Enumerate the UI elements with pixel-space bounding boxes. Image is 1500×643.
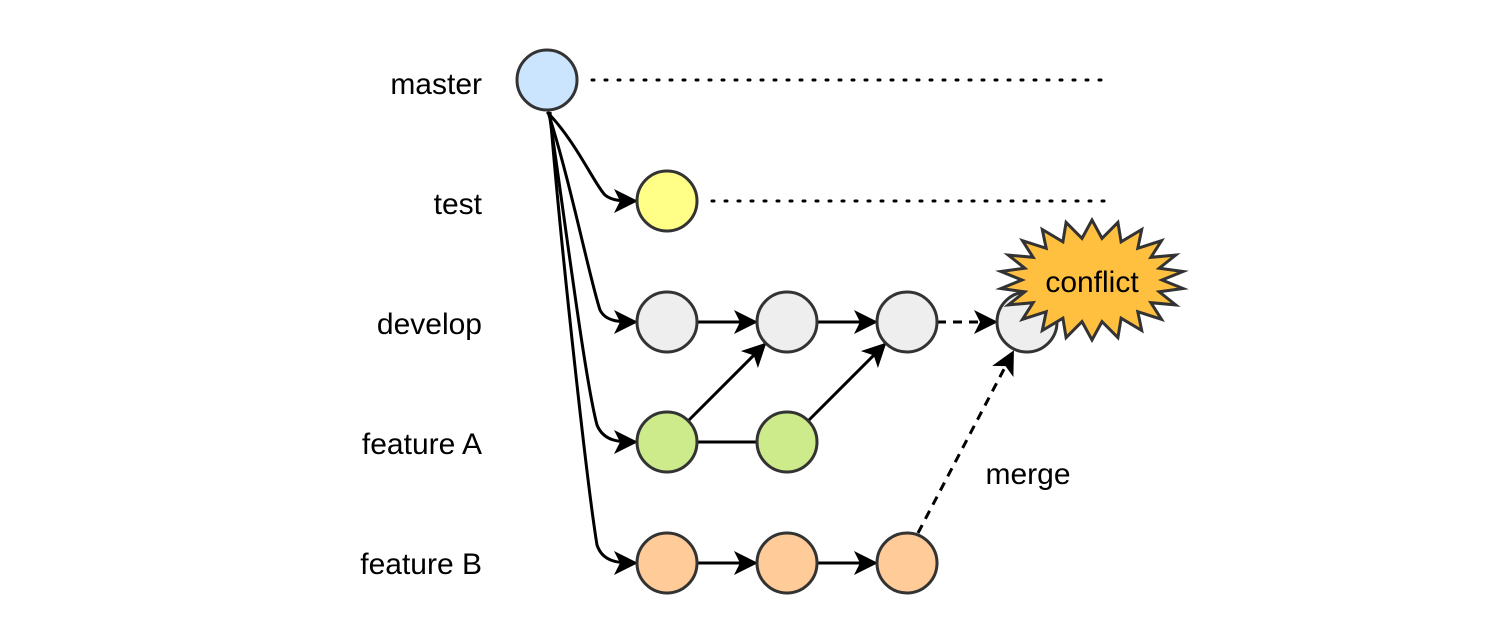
branch-label-master: master [390,68,482,101]
commit-develop-2 [755,290,819,354]
commit-master-1 [515,48,579,112]
edge-feature-a-1-to-develop-2 [687,342,767,422]
branch-label-test: test [434,188,483,221]
edge-merge-feature-b-to-develop [916,350,1015,534]
edge-feature-a-2-to-develop-3 [807,342,887,422]
commit-feature-b-2 [755,531,819,595]
merge-label: merge [985,458,1070,491]
conflict-burst-shape [995,216,1189,344]
commit-feature-a-2 [755,410,819,474]
commit-develop-3 [875,290,939,354]
commit-feature-b-3 [875,531,939,595]
conflict-label: conflict [1045,266,1139,299]
branch-label-feature-b: feature B [360,548,482,581]
edge-master-to-feature-b [548,111,638,575]
edge-master-to-feature-a [547,111,638,454]
commit-test-1 [635,169,699,233]
edge-master-to-develop [546,111,638,334]
commit-feature-b-1 [635,531,699,595]
commit-feature-a-1 [635,410,699,474]
branch-label-develop: develop [377,308,482,341]
branch-label-feature-a: feature A [362,428,482,461]
commit-develop-1 [635,290,699,354]
edge-master-to-test [545,110,638,213]
